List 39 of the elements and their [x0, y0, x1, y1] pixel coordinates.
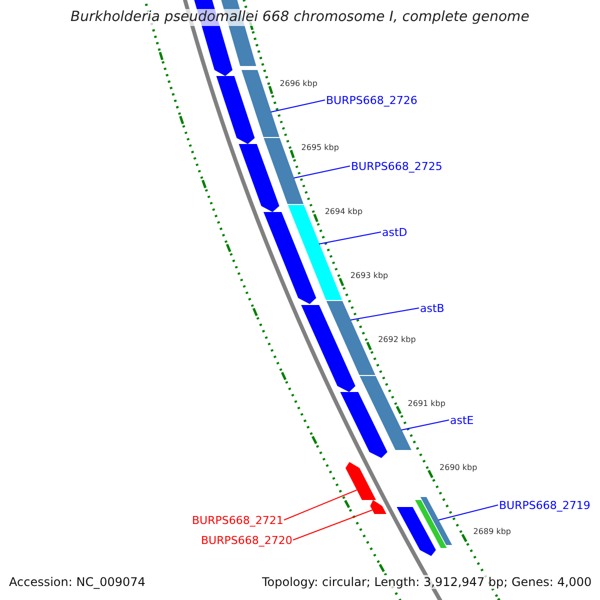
topology-text: Topology: circular; Length: 3,912,947 bp; Genes: 4,000 [262, 575, 592, 590]
leader-line [318, 232, 382, 244]
tick-label: 2695 kbp [301, 143, 339, 153]
gene-label: astD [382, 226, 408, 239]
tick-label: 2689 kbp [473, 527, 511, 537]
leader-line [292, 510, 373, 540]
accession-text: Accession: NC_009074 [9, 575, 146, 590]
leader-line [401, 420, 450, 430]
gene-block [346, 462, 376, 500]
gene-label: BURPS668_2726 [326, 94, 418, 107]
gene-block [242, 70, 280, 137]
gene-block [301, 305, 356, 392]
gene-label: BURPS668_2721 [192, 514, 284, 527]
gene-label: BURPS668_2720 [201, 534, 292, 547]
gene-block [326, 301, 376, 375]
leader-line [293, 166, 350, 178]
gene-block [415, 500, 447, 548]
gene-label: astE [450, 414, 474, 427]
gene-block [264, 212, 316, 304]
tick-label: 2692 kbp [378, 335, 416, 345]
gene-label: astB [420, 302, 444, 315]
title: Burkholderia pseudomallei 668 chromosome I, complete genome [70, 9, 530, 26]
leader-line [284, 490, 358, 520]
gene-block [238, 144, 280, 212]
tick-label: 2694 kbp [324, 207, 363, 217]
tick-label: 2690 kbp [440, 463, 478, 473]
gene-block [216, 76, 255, 144]
tick-label: 2693 kbp [350, 271, 388, 281]
leader-line [350, 308, 420, 320]
gene-label: BURPS668_2725 [351, 160, 442, 173]
leader-line [438, 504, 498, 520]
gene-block [340, 392, 388, 458]
gene-block [264, 138, 304, 204]
gene-block [370, 500, 386, 514]
tick-label: 2691 kbp [408, 399, 446, 409]
gene-block [420, 497, 452, 545]
gene-block [396, 507, 436, 556]
gene-label: BURPS668_2719 [499, 498, 590, 512]
leader-line [270, 100, 326, 112]
